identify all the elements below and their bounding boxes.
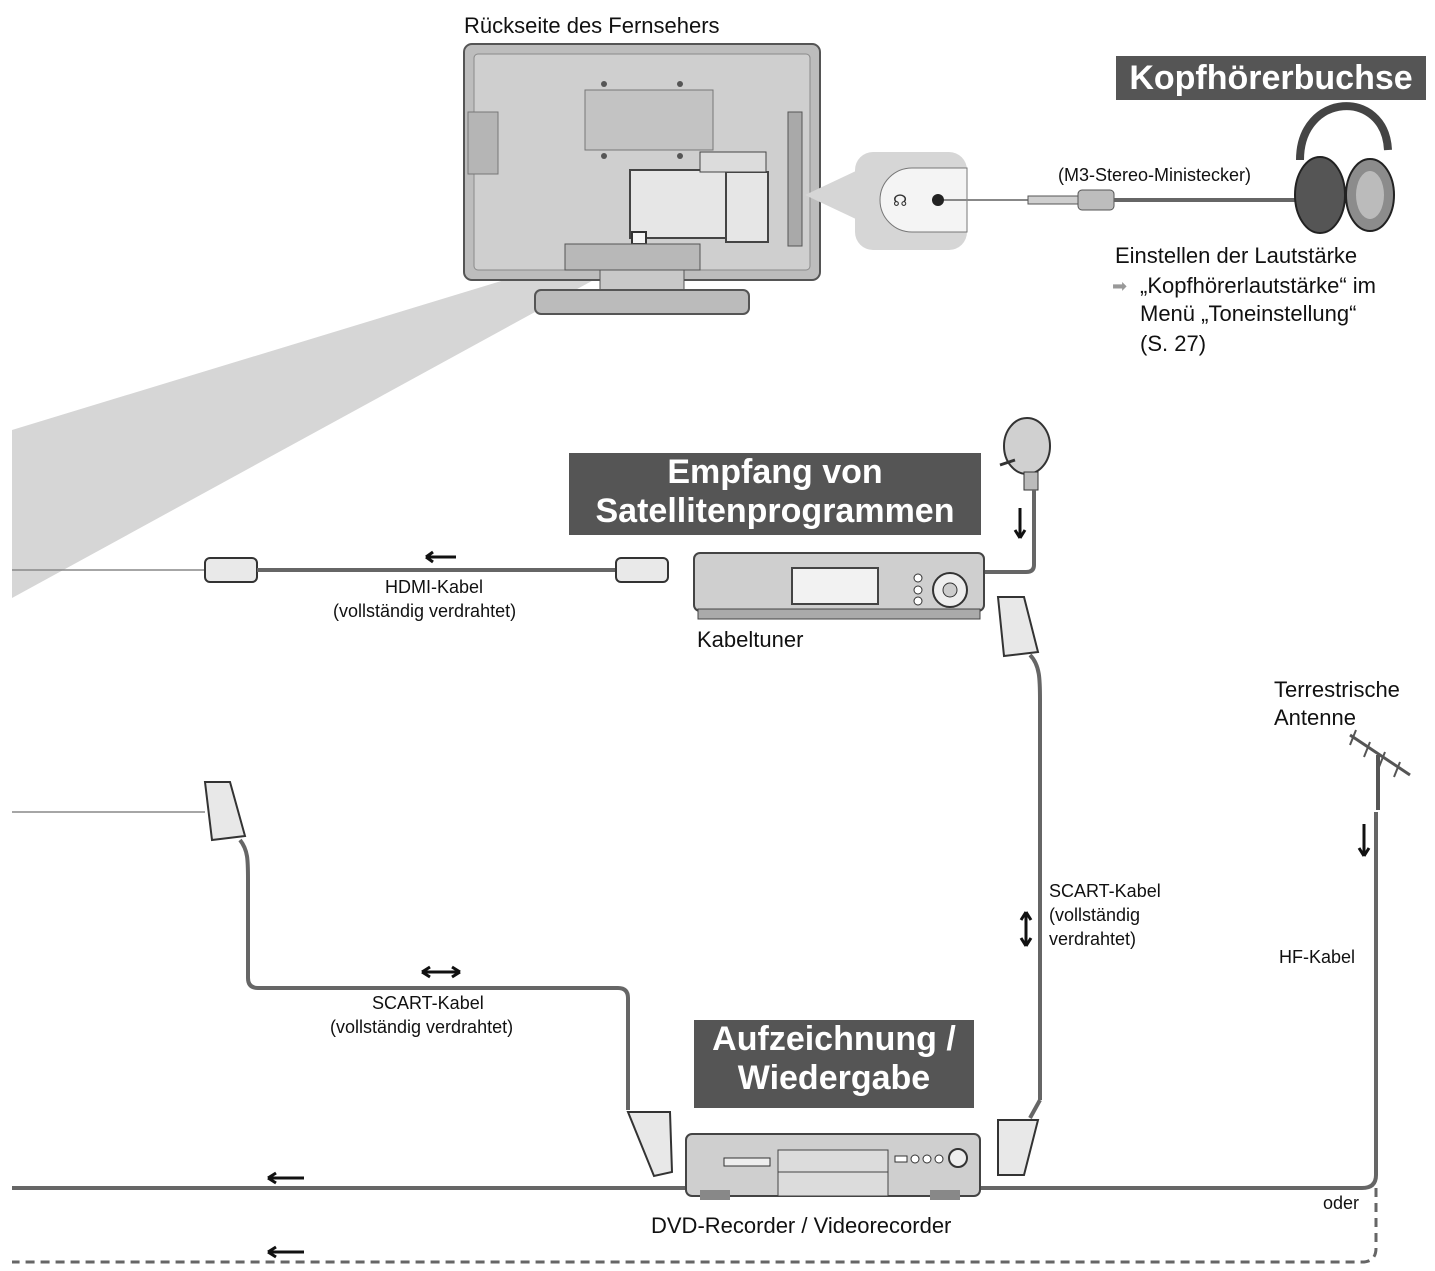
antenna-label-line1: Terrestrische	[1274, 677, 1400, 702]
recording-banner-line2: Wiedergabe	[737, 1059, 931, 1098]
arrow-right-icon: ➡	[1112, 276, 1128, 296]
antenna-arrow	[1357, 824, 1371, 857]
scart-right-label-1: SCART-Kabel	[1049, 881, 1161, 901]
cable-tuner-device	[693, 552, 985, 620]
scart-plug-recorder-right	[997, 1119, 1040, 1176]
tuner-label: Kabeltuner	[697, 627, 804, 652]
recording-banner-line1: Aufzeichnung /	[712, 1020, 956, 1058]
scart-plug-tuner	[996, 596, 1040, 658]
volume-title: Einstellen der Lautstärke	[1115, 243, 1358, 268]
recording-banner: Aufzeichnung / Wiedergabe	[694, 1020, 974, 1108]
volume-page-ref: (S. 27)	[1140, 331, 1207, 356]
alternative-arrow	[267, 1245, 304, 1259]
hdmi-direction-arrow	[425, 550, 456, 564]
volume-line2: Menü „Toneinstellung“	[1140, 301, 1357, 326]
satellite-banner-line2: Satellitenprogrammen	[595, 492, 955, 531]
headphone-banner: Kopfhörerbuchse	[1116, 56, 1426, 100]
volume-line1: „Kopfhörerlautstärke“ im	[1140, 273, 1376, 298]
mini-plug-label: (M3-Stereo-Ministecker)	[1058, 165, 1252, 185]
terrestrial-antenna-icon	[1349, 729, 1411, 810]
hdmi-plug-left	[204, 557, 258, 583]
satellite-arrow	[1013, 508, 1027, 539]
hdmi-plug-right	[615, 557, 669, 583]
scart-right-label-2: (vollständig	[1049, 905, 1141, 925]
mini-plug	[1027, 195, 1079, 205]
headphones-icon	[1294, 102, 1395, 234]
scart-right-label-3: verdrahtet)	[1049, 929, 1137, 949]
tv-rear	[463, 43, 821, 315]
oder-label: oder	[1323, 1193, 1360, 1213]
hdmi-label-sub: (vollständig verdrahtet)	[333, 601, 517, 621]
scart-right-arrow	[1019, 911, 1033, 947]
scart-plug-recorder-left	[626, 1111, 674, 1178]
dvd-recorder-device	[685, 1133, 981, 1200]
scart-left-arrow	[421, 965, 461, 979]
headphone-icon: ☊	[893, 191, 907, 210]
satellite-banner-line1: Empfang von	[667, 453, 883, 491]
alternative-cable-route	[12, 1188, 1378, 1264]
antenna-line-arrow	[267, 1171, 304, 1185]
satellite-dish-icon	[999, 417, 1051, 491]
rf-cable-label: HF-Kabel	[1279, 947, 1356, 967]
hdmi-label: HDMI-Kabel	[385, 577, 484, 597]
recorder-label: DVD-Recorder / Videorecorder	[651, 1213, 952, 1238]
scart-left-label-1: SCART-Kabel	[372, 993, 484, 1013]
scart-plug-left	[203, 781, 247, 842]
antenna-label-line2: Antenne	[1274, 705, 1356, 730]
headphone-jack	[932, 194, 944, 206]
satellite-banner: Empfang von Satellitenprogrammen	[569, 453, 981, 535]
scart-left-label-2: (vollständig verdrahtet)	[330, 1017, 514, 1037]
terminal-zoom-beam	[12, 240, 643, 598]
tv-back-label: Rückseite des Fernsehers	[464, 13, 720, 38]
